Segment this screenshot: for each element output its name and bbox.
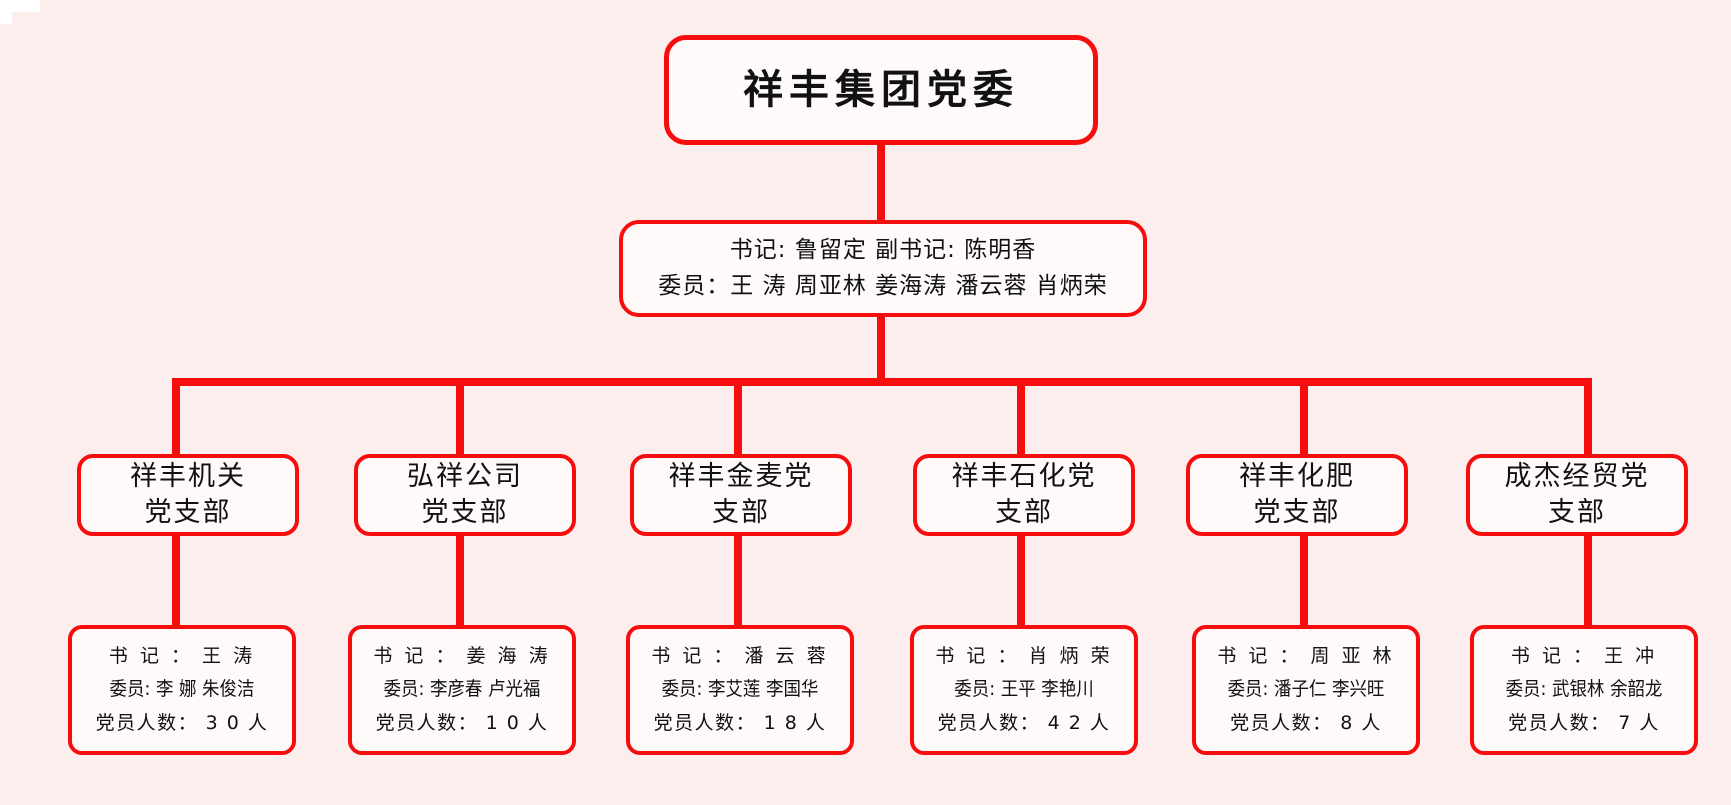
detail-node-4-count: 党员人数： 4 2 人 (937, 711, 1111, 734)
detail-node-4[interactable]: 书 记 ： 肖 炳 荣 委员: 王平 李艳川 党员人数： 4 2 人 (910, 625, 1138, 755)
connector-branch-5-to-detail (1300, 535, 1308, 625)
connector-branch-4-to-detail (1017, 535, 1025, 625)
connector-bus-to-branch-3 (734, 378, 742, 454)
detail-node-5[interactable]: 书 记 ： 周 亚 林 委员: 潘子仁 李兴旺 党员人数： 8 人 (1192, 625, 1420, 755)
branch-node-6-line1: 成杰经贸党 (1504, 460, 1650, 492)
detail-node-6-members: 委员: 武银林 余韶龙 (1505, 678, 1663, 701)
branch-node-2-line1: 弘祥公司 (407, 460, 523, 492)
detail-node-3-count: 党员人数： 1 8 人 (653, 711, 827, 734)
detail-node-2[interactable]: 书 记 ： 姜 海 涛 委员: 李彦春 卢光福 党员人数： 1 0 人 (348, 625, 576, 755)
detail-node-5-members: 委员: 潘子仁 李兴旺 (1227, 678, 1385, 701)
branch-node-2-line2: 党支部 (421, 497, 509, 528)
branch-node-3-line1: 祥丰金麦党 (668, 460, 814, 492)
node-group-party-committee-title: 祥丰集团党委 (743, 67, 1019, 113)
committee-members-line: 委员：王 涛 周亚林 姜海涛 潘云蓉 肖炳荣 (658, 272, 1108, 299)
branch-node-4-line1: 祥丰石化党 (951, 460, 1097, 492)
branch-node-4-line2: 支部 (995, 497, 1053, 528)
detail-node-3-members: 委员: 李艾莲 李国华 (661, 678, 819, 701)
branch-node-1-line1: 祥丰机关 (130, 460, 246, 492)
detail-node-6-count: 党员人数： 7 人 (1508, 711, 1660, 734)
detail-node-2-count: 党员人数： 1 0 人 (375, 711, 549, 734)
branch-node-5-line1: 祥丰化肥 (1239, 460, 1355, 492)
detail-node-5-count: 党员人数： 8 人 (1230, 711, 1382, 734)
detail-node-2-members: 委员: 李彦春 卢光福 (383, 678, 541, 701)
detail-node-5-secretary: 书 记 ： 周 亚 林 (1217, 645, 1395, 668)
detail-node-1-members: 委员: 李 娜 朱俊洁 (109, 678, 255, 701)
connector-root-to-committee (877, 140, 885, 220)
branch-node-3[interactable]: 祥丰金麦党 支部 (630, 454, 852, 536)
node-group-party-committee[interactable]: 祥丰集团党委 (664, 35, 1098, 145)
connector-bus-to-branch-6 (1584, 378, 1592, 454)
node-committee-members[interactable]: 书记: 鲁留定 副书记: 陈明香 委员：王 涛 周亚林 姜海涛 潘云蓉 肖炳荣 (619, 220, 1147, 317)
branch-node-2[interactable]: 弘祥公司 党支部 (354, 454, 576, 536)
connector-bus-to-branch-1 (172, 378, 180, 454)
detail-node-3[interactable]: 书 记 ： 潘 云 蓉 委员: 李艾莲 李国华 党员人数： 1 8 人 (626, 625, 854, 755)
committee-secretary-line: 书记: 鲁留定 副书记: 陈明香 (729, 236, 1037, 263)
connector-branch-6-to-detail (1584, 535, 1592, 625)
connector-branch-2-to-detail (456, 535, 464, 625)
detail-node-4-secretary: 书 记 ： 肖 炳 荣 (935, 645, 1113, 668)
detail-node-2-secretary: 书 记 ： 姜 海 涛 (373, 645, 551, 668)
connector-bus-to-branch-2 (456, 378, 464, 454)
connector-committee-stem (877, 282, 885, 382)
detail-node-6-secretary: 书 记 ： 王 冲 (1510, 645, 1658, 668)
branch-node-1-line2: 党支部 (144, 497, 232, 528)
canvas-corner-notch-vertical (0, 0, 12, 24)
branch-node-4[interactable]: 祥丰石化党 支部 (913, 454, 1135, 536)
branch-node-5-line2: 党支部 (1253, 497, 1341, 528)
connector-bus-to-branch-4 (1017, 378, 1025, 454)
branch-node-5[interactable]: 祥丰化肥 党支部 (1186, 454, 1408, 536)
detail-node-1-secretary: 书 记 ： 王 涛 (108, 645, 256, 668)
detail-node-3-secretary: 书 记 ： 潘 云 蓉 (651, 645, 829, 668)
connector-horizontal-bus (172, 378, 1592, 386)
detail-node-6[interactable]: 书 记 ： 王 冲 委员: 武银林 余韶龙 党员人数： 7 人 (1470, 625, 1698, 755)
detail-node-1[interactable]: 书 记 ： 王 涛 委员: 李 娜 朱俊洁 党员人数： 3 0 人 (68, 625, 296, 755)
connector-bus-to-branch-5 (1300, 378, 1308, 454)
detail-node-1-count: 党员人数： 3 0 人 (95, 711, 269, 734)
detail-node-4-members: 委员: 王平 李艳川 (954, 678, 1094, 701)
branch-node-3-line2: 支部 (712, 497, 770, 528)
branch-node-6-line2: 支部 (1548, 497, 1606, 528)
branch-node-6[interactable]: 成杰经贸党 支部 (1466, 454, 1688, 536)
connector-branch-1-to-detail (172, 535, 180, 625)
branch-node-1[interactable]: 祥丰机关 党支部 (77, 454, 299, 536)
connector-branch-3-to-detail (734, 535, 742, 625)
